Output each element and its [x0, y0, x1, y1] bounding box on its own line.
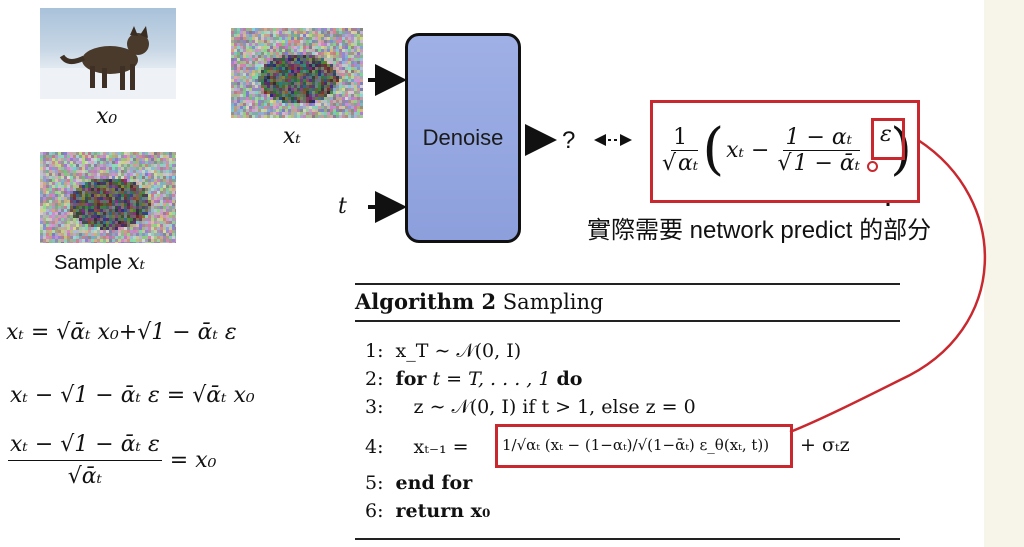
denoise-box: Denoise	[405, 33, 521, 243]
formula-coef-den: √1 − ᾱₜ	[777, 149, 861, 176]
eq3-rhs: = x₀	[169, 448, 217, 473]
line-keyword: end for	[395, 472, 473, 494]
algorithm-line-6: 6: return x₀	[365, 500, 490, 522]
algorithm-line-2: 2: for t = T, . . . , 1 do	[365, 368, 582, 390]
line-text: z ∼ 𝒩(0, I) if t > 1, else z = 0	[413, 396, 696, 418]
formula-close-paren: )	[890, 117, 913, 182]
line-lhs: xₜ₋₁ =	[413, 436, 469, 458]
formula-box	[650, 100, 920, 203]
algorithm-line-5: 5: end for	[365, 472, 472, 494]
eq3-numerator: xₜ − √1 − ᾱₜ ε	[8, 432, 162, 461]
cat-photo-graphic	[40, 26, 176, 99]
formula-x-term: xₜ −	[726, 137, 770, 163]
algorithm-bottom-rule	[355, 538, 900, 540]
algorithm-line-4-boxed: 1/√αₜ (xₜ − (1−αₜ)/√(1−ᾱₜ) ε_θ(xₜ, t))	[502, 436, 770, 454]
formula-content: 1 √αₜ ( xₜ − 1 − αₜ √1 − ᾱₜ )	[660, 104, 912, 196]
line-keyword-2: do	[556, 368, 583, 390]
t-label: t	[338, 194, 347, 219]
equation-3: xₜ − √1 − ᾱₜ ε √ᾱₜ = x₀	[8, 432, 216, 489]
equation-2: xₜ − √1 − ᾱₜ ε = √ᾱₜ x₀	[10, 383, 255, 408]
formula-coef-num: 1 − αₜ	[783, 124, 855, 151]
sample-label-text: Sample	[54, 252, 128, 274]
line-number: 3:	[365, 396, 384, 418]
algorithm-line-4-highlight	[495, 424, 793, 468]
line-number: 4:	[365, 436, 384, 458]
line-keyword: for	[395, 368, 427, 390]
formula-open-paren: (	[702, 117, 725, 182]
line-keyword: return	[395, 500, 465, 522]
algorithm-title-rest: Sampling	[496, 290, 604, 314]
formula-coef: 1 − αₜ √1 − ᾱₜ	[775, 125, 862, 176]
red-dot	[867, 161, 878, 172]
equation-1: xₜ = √ᾱₜ x₀+√1 − ᾱₜ ε	[6, 320, 237, 345]
noisy-sample-image	[40, 152, 176, 243]
line-number: 6:	[365, 500, 384, 522]
algorithm-line-4-rhs: + σₜz	[800, 434, 850, 456]
algorithm-title: Algorithm 2 Sampling	[355, 289, 603, 314]
algorithm-line-1: 1: x_T ∼ 𝒩(0, I)	[365, 340, 521, 362]
question-mark: ?	[562, 127, 576, 154]
line-text: t = T, . . . , 1	[426, 368, 557, 390]
noisy-xt-image	[231, 28, 363, 118]
right-margin-strip	[984, 0, 1024, 547]
formula-prefactor: 1 √αₜ	[660, 125, 700, 176]
red-connector-curve	[789, 138, 987, 434]
noise-texture	[40, 152, 176, 243]
algorithm-top-rule	[355, 283, 900, 285]
formula-den-alpha: αₜ	[676, 149, 699, 176]
line-number: 1:	[365, 340, 384, 362]
x0-label: x₀	[96, 104, 118, 129]
network-predict-note: 實際需要 network predict 的部分	[587, 217, 932, 244]
sample-label-var: xₜ	[127, 250, 146, 275]
line-text: x_T ∼ 𝒩(0, I)	[395, 340, 522, 362]
denoise-label: Denoise	[422, 125, 504, 150]
epsilon-highlight	[871, 118, 905, 160]
epsilon-symbol: ε	[880, 122, 892, 147]
algorithm-line-3: 3: z ∼ 𝒩(0, I) if t > 1, else z = 0	[365, 396, 696, 418]
xt-label: xₜ	[283, 124, 301, 149]
eq3-denominator: √ᾱₜ	[67, 464, 103, 489]
formula-prefactor-den: √αₜ	[662, 149, 699, 176]
sample-label: Sample xₜ	[54, 250, 145, 275]
formula-coef-den-text: 1 − ᾱₜ	[791, 149, 861, 176]
line-number: 2:	[365, 368, 384, 390]
line-number: 5:	[365, 472, 384, 494]
eq3-fraction: xₜ − √1 − ᾱₜ ε √ᾱₜ	[8, 432, 162, 489]
formula-one: 1	[671, 124, 690, 151]
algorithm-line-4: 4: xₜ₋₁ =	[365, 436, 469, 458]
algorithm-title-bold: Algorithm 2	[355, 289, 497, 314]
clean-cat-image	[40, 8, 176, 99]
line-text: x₀	[464, 500, 491, 522]
algorithm-mid-rule	[355, 320, 900, 322]
noise-texture	[231, 28, 363, 118]
